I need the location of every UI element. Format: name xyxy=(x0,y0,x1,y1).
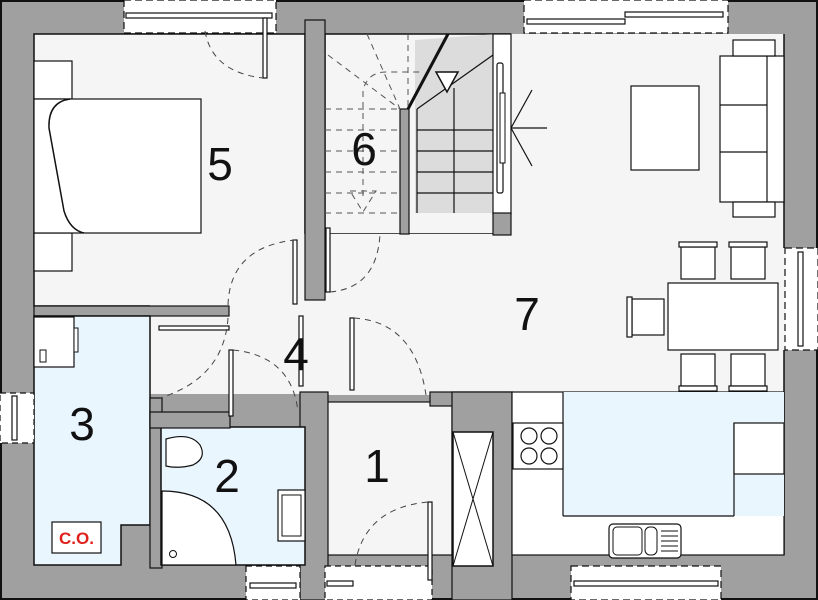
room-7-label: 7 xyxy=(514,288,540,340)
shower-tray xyxy=(161,490,237,566)
room-6-label: 6 xyxy=(351,123,377,175)
co-label: C.O. xyxy=(59,529,94,548)
bed-duvet xyxy=(48,98,85,234)
room-1-label: 1 xyxy=(364,440,390,492)
room-2-label: 2 xyxy=(214,450,240,502)
stair-direction-arrow-icon xyxy=(434,71,460,94)
coffee-table xyxy=(630,85,700,171)
wall-segment xyxy=(33,305,230,317)
room-1-floor xyxy=(324,401,453,556)
dining-chair xyxy=(730,246,766,280)
nightstand xyxy=(33,232,73,272)
wall-segment xyxy=(304,19,326,301)
dining-chair xyxy=(631,298,665,336)
toilet xyxy=(165,435,203,468)
co-label-box xyxy=(51,521,102,554)
room-3-floor xyxy=(33,315,151,566)
room-3-label: 3 xyxy=(69,398,95,450)
nightstand xyxy=(33,60,73,100)
stair-wall xyxy=(399,108,410,235)
dining-table xyxy=(667,282,779,351)
dining-chair xyxy=(680,246,716,280)
doors xyxy=(158,17,433,581)
light-fixture-icon xyxy=(510,89,547,167)
stair-run xyxy=(415,34,497,213)
dining-chair xyxy=(730,353,766,387)
room-4-label: 4 xyxy=(283,328,309,380)
bed xyxy=(33,98,202,234)
sofa xyxy=(719,55,785,203)
cooktop xyxy=(512,422,564,470)
wall-segment xyxy=(149,411,231,429)
fridge xyxy=(733,422,785,475)
room-5-label: 5 xyxy=(207,138,233,190)
dining-chair xyxy=(680,353,716,387)
